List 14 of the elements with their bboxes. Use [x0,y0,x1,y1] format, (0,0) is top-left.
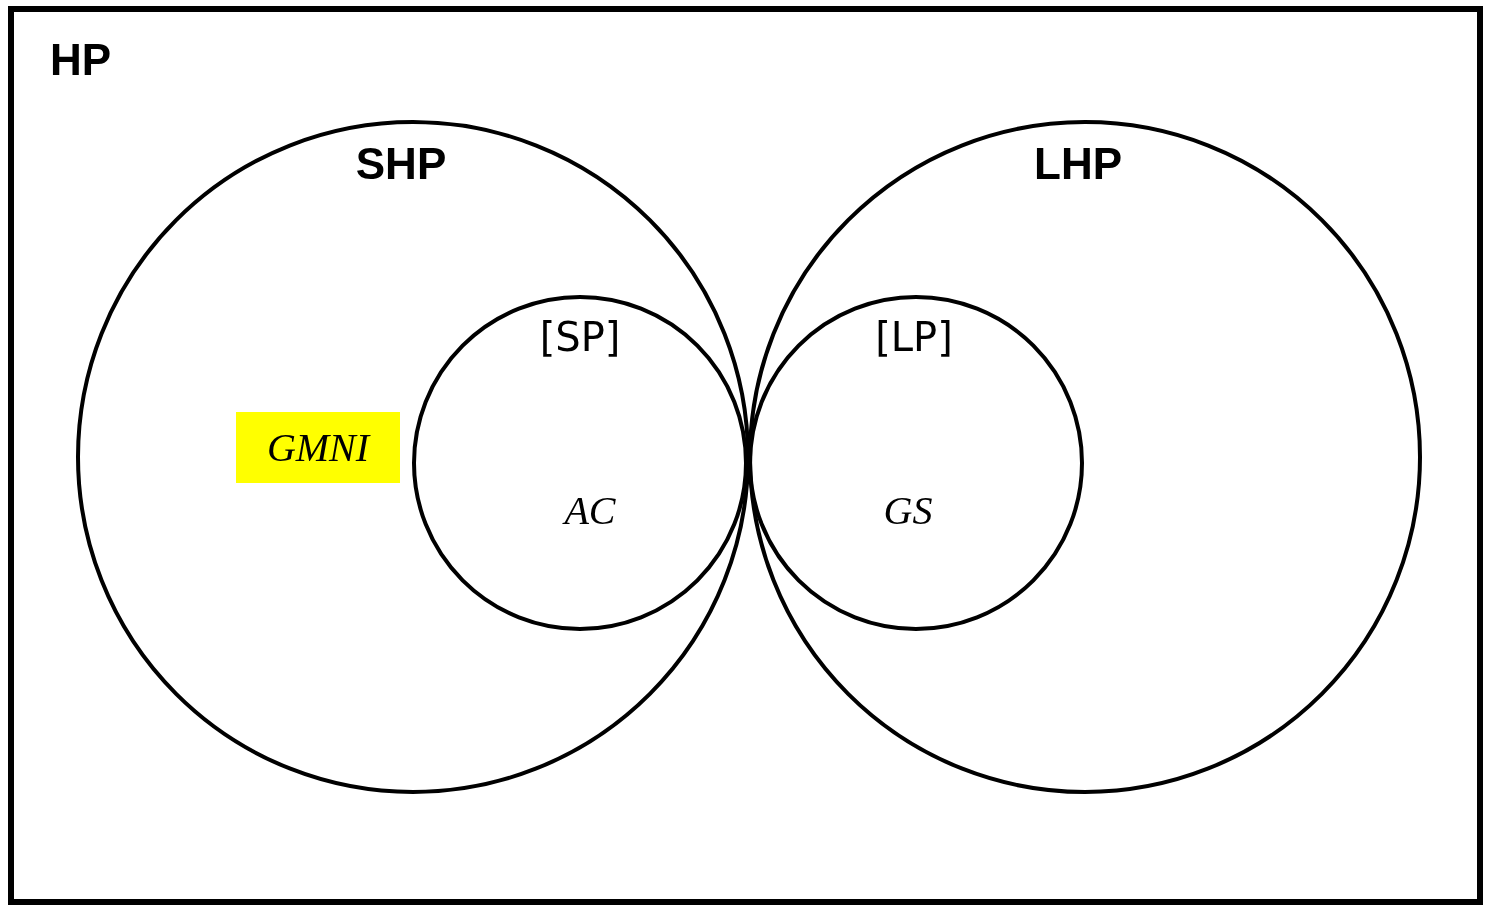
set-circle [412,295,748,631]
set-label: GMNI [266,424,370,471]
set-label: [LP] [875,317,953,357]
set-label: SHP [355,142,447,186]
set-label: AC [564,491,616,531]
set-label: LHP [1034,142,1122,186]
highlight-box [236,412,400,483]
set-label: [SP] [539,317,621,357]
set-label: HP [50,38,112,82]
set-circle [748,120,1422,794]
set-label: GS [883,491,933,531]
set-frame [8,6,1483,905]
set-circle [748,295,1084,631]
set-circle [76,120,750,794]
